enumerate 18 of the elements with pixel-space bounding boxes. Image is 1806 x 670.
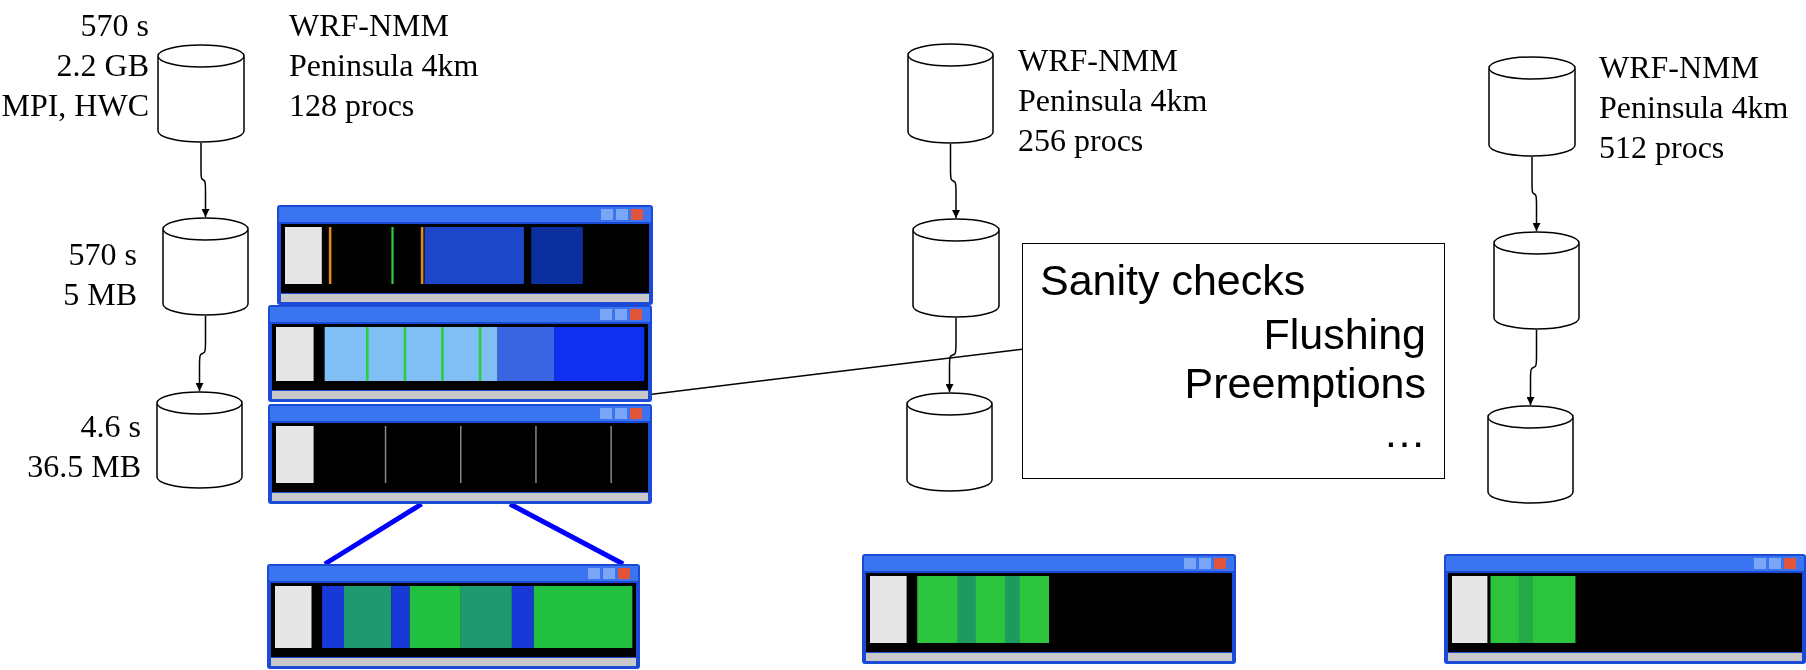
callout-text: Flushing <box>1263 309 1426 359</box>
arrow <box>195 315 207 392</box>
arrow <box>1526 329 1538 406</box>
node-caption: 570 s 2.2 GB MPI, HWC <box>0 6 149 125</box>
callout-text: … <box>1383 407 1426 457</box>
node-caption: 4.6 s 36.5 MB <box>26 407 141 486</box>
node-caption: WRF-NMM Peninsula 4km 256 procs <box>1018 41 1209 160</box>
callout-text: Preemptions <box>1184 358 1426 408</box>
callout-text: Sanity checks <box>1040 255 1306 305</box>
arrow <box>945 317 957 393</box>
arrow <box>949 143 960 219</box>
node-caption: 570 s 5 MB <box>62 235 137 314</box>
arrow <box>1531 156 1541 232</box>
arrow <box>200 142 210 218</box>
callout-box <box>1022 243 1445 479</box>
leader-line <box>651 348 1023 395</box>
node-caption: WRF-NMM Peninsula 4km 512 procs <box>1599 48 1790 167</box>
node-caption: WRF-NMM Peninsula 4km 128 procs <box>289 6 480 125</box>
